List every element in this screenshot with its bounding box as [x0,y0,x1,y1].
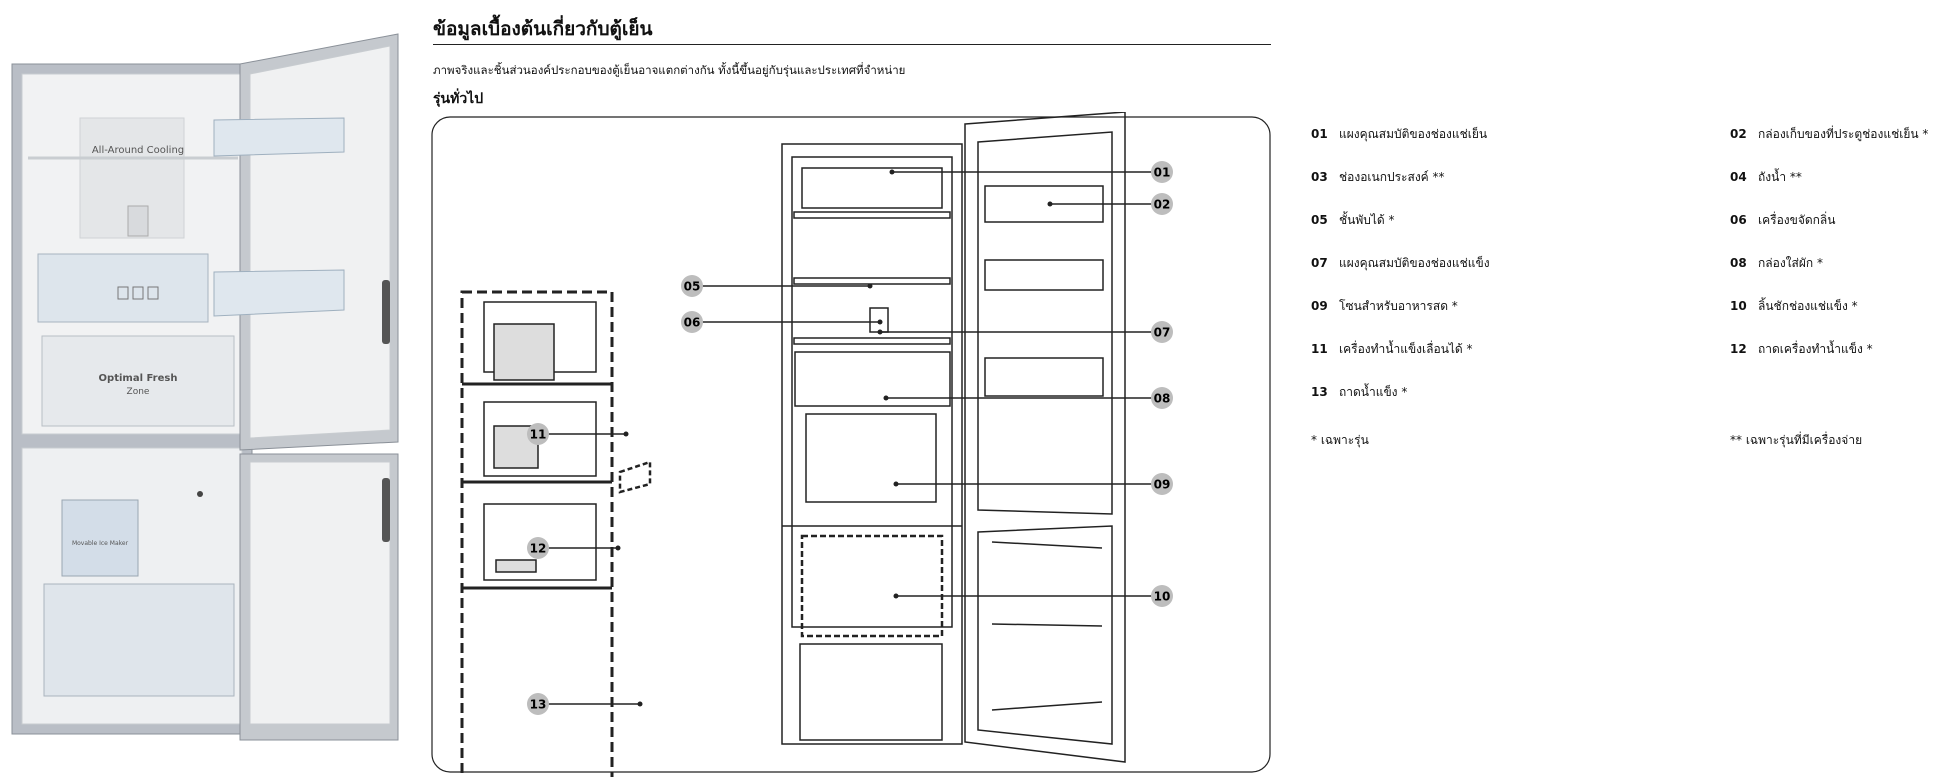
legend-text: เครื่องทำน้ำแข็งเลื่อนได้ * [1339,342,1473,356]
cabinet-outline [781,143,963,745]
callout-badge-11 [527,423,549,445]
legend-item-01: 01 แผงคุณสมบัติของช่องแช่เย็น [1311,125,1487,144]
photo-label-icemaker: Movable Ice Maker [72,540,129,547]
legend-number: 11 [1311,342,1328,356]
callout-badge-02 [1151,193,1173,215]
refrigerator-photo: All-Around Cooling Optimal Fresh Zone Mo… [11,33,399,741]
legend-item-02: 02 กล่องเก็บของที่ประตูช่องแช่เย็น * [1730,125,1928,144]
legend-text: โซนสำหรับอาหารสด * [1339,299,1458,313]
legend-item-09: 09 โซนสำหรับอาหารสด * [1311,297,1458,316]
legend-number: 12 [1730,342,1747,356]
legend-text: ชั้นพับได้ * [1339,213,1395,227]
legend-number: 01 [1311,127,1328,141]
legend-number: 13 [1311,385,1328,399]
legend-text: ถังน้ำ ** [1758,170,1802,184]
legend-text: ถาดเครื่องทำน้ำแข็ง * [1758,342,1873,356]
callout-dot-12 [615,545,621,551]
callout-dot-11 [623,431,629,437]
note-dispenser-only: ** เฉพาะรุ่นที่มีเครื่องจ่าย [1730,433,1863,447]
legend-text: ถาดน้ำแข็ง * [1339,385,1408,399]
callout-dot-05 [867,283,873,289]
callout-dot-09 [893,481,899,487]
photo-label-fresh-1: Optimal Fresh [99,373,178,384]
legend-text: ช่องอเนกประสงค์ ** [1339,170,1445,184]
legend-text: แผงคุณสมบัติของช่องแช่เย็น [1339,127,1488,141]
callout-dot-02 [1047,201,1053,207]
diagram-frame [431,116,1271,773]
callout-number-01: 01 [1154,166,1171,180]
photo-label-fresh-2: Zone [127,387,150,397]
callout-dot-13 [637,701,643,707]
legend-item-04: 04 ถังน้ำ ** [1730,168,1802,187]
legend-item-03: 03 ช่องอเนกประสงค์ ** [1311,168,1445,187]
callout-badge-06 [681,311,703,333]
legend-item-13: 13 ถาดน้ำแข็ง * [1311,383,1407,402]
legend-text: กล่องใส่ผัก * [1758,256,1823,270]
page-subtitle: ภาพจริงและชิ้นส่วนองค์ประกอบของตู้เย็นอา… [433,63,906,77]
callout-number-13: 13 [530,698,547,712]
callout-number-06: 06 [684,316,701,330]
callout-number-11: 11 [530,428,547,442]
page-title: ข้อมูลเบื้องต้นเกี่ยวกับตู้เย็น [433,18,653,40]
callout-layer: 01 02 05 06 07 08 09 10 11 12 13 [527,161,1173,715]
legend-number: 09 [1311,299,1328,313]
legend-number: 02 [1730,127,1747,141]
callout-badge-09 [1151,473,1173,495]
refrigerator-diagram: 01 02 05 06 07 08 09 10 11 12 13 [431,112,1271,777]
legend-item-06: 06 เครื่องขจัดกลิ่น [1730,211,1836,230]
legend-item-12: 12 ถาดเครื่องทำน้ำแข็ง * [1730,340,1873,359]
callout-badge-05 [681,275,703,297]
legend-number: 05 [1311,213,1328,227]
legend-text: ลิ้นชักช่องแช่แข็ง * [1758,299,1858,313]
callout-number-08: 08 [1154,392,1171,406]
callout-number-07: 07 [1154,326,1171,340]
legend-number: 07 [1311,256,1328,270]
legend-text: แผงคุณสมบัติของช่องแช่แข็ง [1339,256,1490,270]
callout-number-12: 12 [530,542,547,556]
legend-number: 06 [1730,213,1747,227]
callout-badge-10 [1151,585,1173,607]
callout-dot-01 [889,169,895,175]
callout-badge-01 [1151,161,1173,183]
callout-badge-07 [1151,321,1173,343]
legend-item-11: 11 เครื่องทำน้ำแข็งเลื่อนได้ * [1311,340,1473,359]
legend-text: กล่องเก็บของที่ประตูช่องแช่เย็น * [1758,127,1929,141]
callout-dot-08 [883,395,889,401]
legend-number: 08 [1730,256,1747,270]
callout-badge-08 [1151,387,1173,409]
section-heading: รุ่นทั่วไป [433,91,484,107]
callout-badge-12 [527,537,549,559]
legend-text: เครื่องขจัดกลิ่น [1758,213,1836,227]
callout-dot-06 [877,319,883,325]
callout-number-10: 10 [1154,590,1171,604]
callout-number-09: 09 [1154,478,1171,492]
legend-number: 10 [1730,299,1747,313]
callout-number-02: 02 [1154,198,1171,212]
note-model-only: * เฉพาะรุ่น [1311,433,1369,447]
photo-label-cooling: All-Around Cooling [92,145,184,156]
title-divider [433,44,1271,45]
legend-number: 04 [1730,170,1747,184]
legend-item-07: 07 แผงคุณสมบัติของช่องแช่แข็ง [1311,254,1490,273]
callout-badge-13 [527,693,549,715]
callout-number-05: 05 [684,280,701,294]
legend-item-10: 10 ลิ้นชักช่องแช่แข็ง * [1730,297,1858,316]
callout-dot-07 [877,329,883,335]
legend-item-08: 08 กล่องใส่ผัก * [1730,254,1823,273]
callout-dot-10 [893,593,899,599]
legend-number: 03 [1311,170,1328,184]
legend-item-05: 05 ชั้นพับได้ * [1311,211,1395,230]
